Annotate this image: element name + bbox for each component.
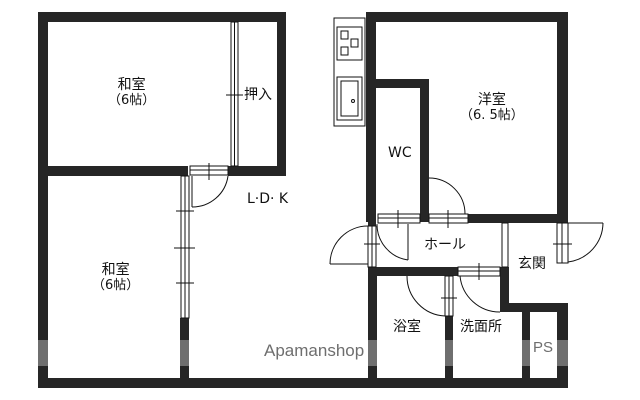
room-label-genkan: 玄関 — [518, 257, 546, 272]
band-gap-washitsu — [48, 340, 180, 366]
wall-hall-top — [468, 214, 568, 223]
room-name: 浴室 — [393, 319, 421, 335]
wall-top-left — [38, 12, 285, 22]
room-label-youshitsu: 洋室 （6. 5帖） — [460, 92, 524, 124]
room-label-senmenjo: 洗面所 — [460, 320, 502, 335]
room-label-washitsu-1: 和室 （6帖） — [108, 77, 156, 109]
room-label-ldk: L·D· K — [247, 192, 288, 207]
room-label-ps: PS — [533, 339, 554, 356]
wall-top-right — [366, 12, 568, 22]
room-name: L·D· K — [247, 191, 289, 207]
watermark-text: Apamanshop — [264, 341, 365, 360]
room-label-yokushitsu: 浴室 — [393, 320, 421, 335]
room-name: WC — [388, 145, 412, 161]
room-size: （6. 5帖） — [460, 108, 524, 123]
band-gap-bath — [377, 340, 445, 366]
wall-hall-bottom — [368, 267, 458, 276]
wall-wc-left — [366, 12, 376, 222]
band-gap-senmen — [453, 340, 522, 366]
wall-bottom — [38, 378, 568, 388]
room-label-hall: ホール — [424, 238, 466, 253]
wall-ldk-hall — [368, 214, 376, 226]
room-label-wc: WC — [388, 146, 412, 161]
band-gap-ps — [530, 340, 557, 366]
room-label-oshiire: 押入 — [244, 88, 272, 103]
room-name: 押入 — [244, 87, 272, 103]
wall-left — [38, 12, 48, 388]
room-name: 洋室 — [477, 92, 506, 108]
wall-genkan-left — [500, 267, 509, 312]
wall-wc-top — [366, 79, 429, 88]
room-name: 和室 — [101, 262, 130, 278]
room-label-washitsu-2: 和室 （6帖） — [92, 262, 140, 294]
room-name: 和室 — [117, 77, 146, 93]
room-size: （6帖） — [108, 93, 156, 108]
wall-bath-left — [368, 267, 377, 388]
room-size: （6帖） — [92, 278, 140, 293]
room-name: ホール — [424, 237, 466, 253]
band-gap-ldk — [189, 340, 368, 366]
room-name: 玄関 — [518, 256, 546, 272]
room-name: 洗面所 — [460, 319, 502, 335]
wall-washitsu-divider-2 — [228, 166, 286, 176]
wall-oshiire-right — [277, 12, 286, 175]
wall-right-youshitsu — [557, 12, 568, 222]
wall-washitsu-divider — [38, 166, 188, 176]
wall-genkan-bottom — [500, 303, 568, 312]
wall-wc-right — [420, 79, 429, 222]
